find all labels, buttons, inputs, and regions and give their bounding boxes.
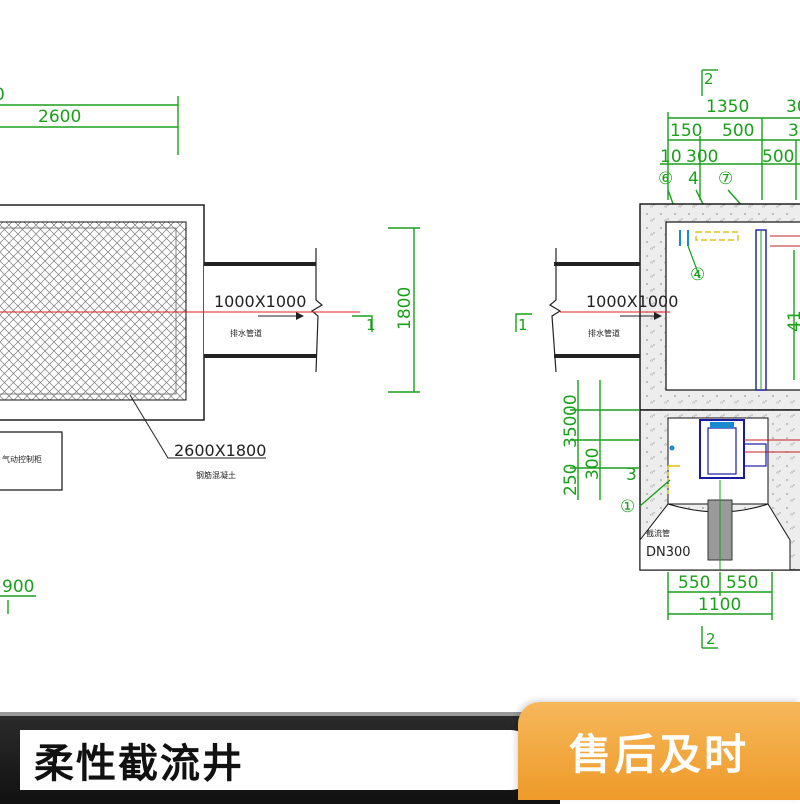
dim-1350: 1350	[706, 97, 749, 117]
callout-3: 3	[626, 465, 637, 485]
dim-550-a: 550	[678, 573, 710, 593]
dim-300-top: 300	[686, 147, 718, 167]
dim-00: 00	[561, 394, 581, 416]
left-plan: 0 2600 1000X1000 排水管道 1 1800 2600X1800 钢…	[0, 85, 420, 614]
callout-1-circle: ①	[620, 497, 635, 517]
section-mark-top: 2	[704, 70, 714, 88]
dim-30: 30	[786, 97, 800, 117]
left-pipe-label: 1000X1000	[214, 292, 306, 311]
left-pipe-caption: 排水管道	[230, 328, 262, 338]
basin-caption: 钢筋混凝土	[196, 470, 236, 480]
dim-150: 150	[670, 121, 702, 141]
callout-6: ⑥	[658, 169, 673, 189]
dim-250: 250	[561, 464, 581, 496]
control-box-caption: 气动控制柜	[2, 454, 42, 464]
outlet-label: DN300	[646, 545, 691, 560]
callout-4-circle: ④	[690, 265, 705, 285]
dim-500-b: 500	[762, 147, 794, 167]
slogan-badge: 售后及时	[518, 702, 800, 800]
right-pipe-label: 1000X1000	[586, 292, 678, 311]
product-title: 柔性截流井	[20, 730, 540, 790]
slogan-text: 售后及时	[568, 729, 749, 779]
right-pipe-caption: 排水管道	[588, 328, 620, 338]
dim-3: 3	[788, 121, 799, 141]
upper-chamber	[665, 221, 800, 391]
dim-500-a: 500	[722, 121, 754, 141]
dim-1100: 1100	[698, 595, 741, 615]
dim-300-side: 300	[583, 448, 603, 480]
section-mark-bottom: 2	[706, 630, 716, 648]
right-pipe-break	[548, 248, 562, 373]
basin-label: 2600X1800	[174, 441, 266, 460]
callout-4: 4	[688, 169, 699, 189]
right-section: 2 1350 30 150 500 3 10 300 500 ⑥ 4 ⑦	[515, 69, 800, 649]
outlet-caption: 截流管	[646, 528, 670, 538]
basin-hatch	[0, 221, 187, 401]
lower-chamber	[667, 417, 769, 505]
dim-width: 2600	[38, 107, 81, 127]
dim-550-b: 550	[726, 573, 758, 593]
control-box	[0, 431, 63, 491]
dim-top-partial: 0	[0, 85, 5, 105]
dim-350: 350	[561, 416, 581, 448]
dim-10: 10	[660, 147, 682, 167]
left-section-mark: 1	[366, 316, 376, 334]
dim-height: 1800	[395, 287, 415, 330]
title-banner: 柔性截流井	[0, 712, 560, 804]
pipe-break	[310, 248, 324, 373]
right-section-mark-left: 1	[518, 316, 528, 334]
dim-right-edge: 41	[785, 310, 800, 332]
callout-7: ⑦	[718, 169, 733, 189]
dim-bottom-partial: 900	[2, 577, 34, 597]
